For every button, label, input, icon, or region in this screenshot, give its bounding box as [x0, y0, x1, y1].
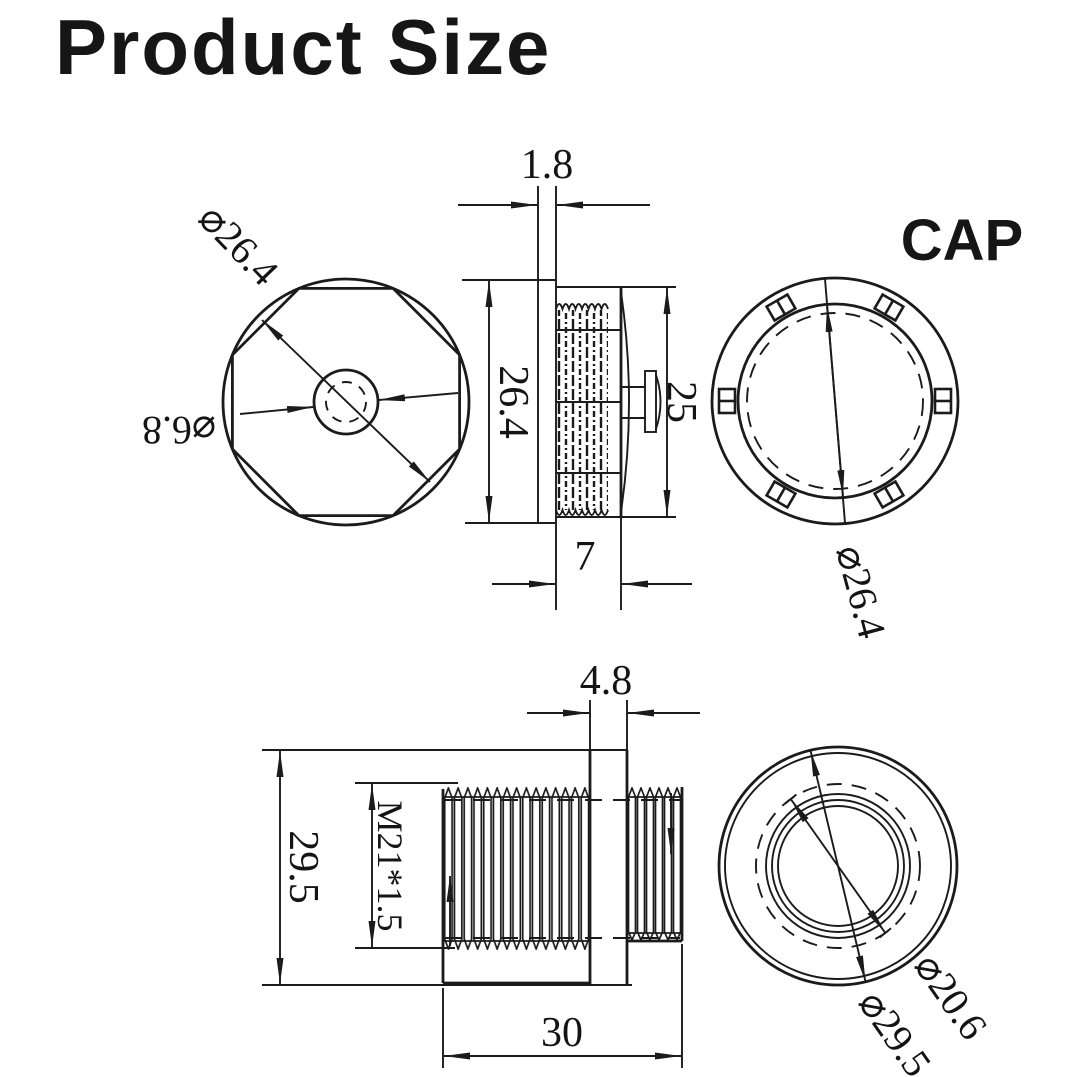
adapter-outer-circle [717, 745, 959, 987]
cap-slot [873, 293, 905, 322]
cap-side-outer-diameter-label: 26.4 [490, 365, 536, 439]
cap-outer-diameter-label: ⌀26.4 [190, 195, 288, 294]
cap-slot [933, 387, 953, 415]
inner-dim-tick-bottom [879, 927, 892, 939]
flange-thickness-label: 4.8 [580, 658, 633, 704]
outer-diameter-dimension-line [261, 319, 431, 483]
cap-back-diameter-label: ⌀26.4 [827, 540, 895, 643]
inner-dim-tick-top [784, 793, 797, 805]
cap-dome-arc [620, 291, 630, 513]
cap-back-inner-circle [736, 302, 934, 500]
cap-slot [873, 480, 905, 509]
cap-back-view: CAP ⌀26.4 [710, 208, 1023, 643]
thread-section-right [627, 787, 682, 941]
cap-hole-diameter-label: ⌀6.8 [142, 408, 216, 453]
cap-name-label: CAP [901, 208, 1023, 273]
cap-slot [717, 387, 737, 415]
cap-slot [765, 293, 797, 322]
knob-plate [644, 370, 657, 433]
hole-diameter-dimension-left [239, 405, 314, 415]
total-length-label: 30 [541, 1010, 583, 1056]
cap-front-view: ⌀26.4 ⌀6.8 [142, 195, 471, 527]
knurl-texture [556, 310, 608, 510]
thread-section-left [443, 787, 590, 950]
adapter-side-view: 29.5 M21*1.5 4.8 [262, 658, 700, 1068]
adapter-front-view: ⌀20.6 ⌀29.5 [717, 745, 996, 1077]
cap-outer-circle [221, 277, 471, 527]
rim-thickness-label: 1.8 [521, 142, 574, 188]
cap-octagon-outline [230, 286, 462, 517]
cap-slot [765, 480, 797, 509]
knurl-bottom-scallop [555, 506, 609, 516]
page-title: Product Size [55, 3, 551, 91]
knob-plate-arc [655, 374, 662, 430]
knurl-top-scallop [555, 303, 609, 313]
flange-diameter-label: 29.5 [280, 830, 326, 904]
cap-back-outer-circle [710, 276, 960, 526]
cap-depth-label: 7 [575, 534, 596, 580]
back-diameter-arrows [825, 305, 845, 497]
hole-diameter-dimension-right [378, 392, 459, 402]
thread-spec-label: M21*1.5 [370, 800, 410, 931]
inner-diameter-dim-line [789, 798, 887, 934]
cap-body-diameter-label: 25 [658, 381, 704, 423]
cap-side-view: 1.8 26.4 25 7 [458, 142, 704, 610]
